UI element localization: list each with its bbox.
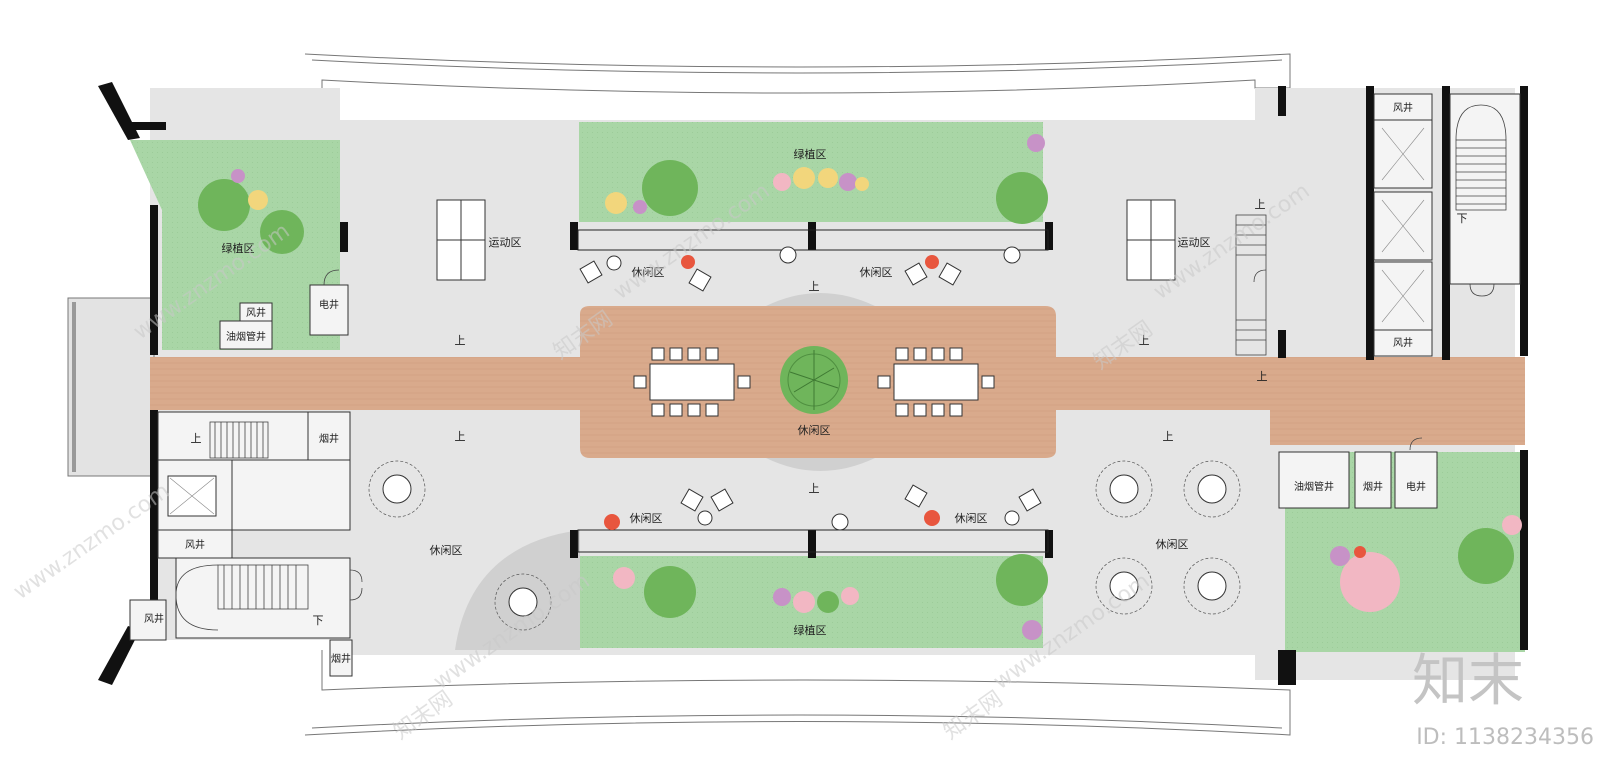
green-zones <box>130 122 1525 652</box>
label-up: 上 <box>455 334 466 347</box>
label-down: 下 <box>1457 212 1468 225</box>
walls <box>98 82 1528 685</box>
label-up: 上 <box>1257 370 1268 383</box>
image-id: ID: 1138234356 <box>1416 725 1594 750</box>
svg-text:www.znzmo.com: www.znzmo.com <box>9 479 174 605</box>
label-sport-zone-west: 运动区 <box>489 236 522 249</box>
label-up: 上 <box>191 432 202 445</box>
west-stairs <box>175 421 309 631</box>
east-stairs <box>1235 104 1507 356</box>
label-leisure-north-west: 休闲区 <box>632 265 665 279</box>
label-up: 上 <box>455 430 466 443</box>
doors <box>323 269 1495 601</box>
label-smoke-shaft: 烟井 <box>331 652 351 665</box>
label-leisure-north-east: 休闲区 <box>860 265 893 279</box>
shrubs <box>231 134 1522 640</box>
label-green-zone-south: 绿植区 <box>794 623 827 637</box>
label-up: 上 <box>809 482 820 495</box>
label-up: 上 <box>1139 334 1150 347</box>
label-down: 下 <box>313 614 324 627</box>
label-smoke-shaft: 烟井 <box>1363 480 1383 493</box>
planter-walls <box>577 229 1049 553</box>
label-leisure-south-east: 休闲区 <box>955 511 988 525</box>
svg-text:知末网: 知末网 <box>389 687 457 745</box>
east-core <box>1278 93 1521 509</box>
patio-umbrellas <box>368 460 1241 631</box>
label-smoke-shaft: 烟井 <box>319 432 339 445</box>
ping-pong-table-east <box>1126 199 1176 281</box>
label-wind-shaft: 风井 <box>185 538 205 551</box>
accent-stools <box>604 255 940 530</box>
label-up: 上 <box>809 280 820 293</box>
label-wind-shaft: 风井 <box>1393 101 1413 114</box>
label-up: 上 <box>1255 198 1266 211</box>
trees <box>198 160 1514 618</box>
svg-text:知末网: 知末网 <box>939 687 1007 745</box>
ping-pong-table-west <box>436 199 486 281</box>
lounge-chairs <box>579 260 1042 512</box>
label-leisure-west: 休闲区 <box>430 543 463 557</box>
patio-sets <box>382 474 1227 617</box>
label-oil-smoke-shaft: 油烟管井 <box>1294 480 1334 493</box>
label-elec-shaft: 电井 <box>319 298 339 311</box>
label-up: 上 <box>1163 430 1174 443</box>
west-balcony <box>67 297 155 477</box>
label-elec-shaft: 电井 <box>1406 480 1426 493</box>
dining-table-east <box>877 347 995 417</box>
label-leisure-center: 休闲区 <box>798 423 831 437</box>
label-oil-smoke-shaft: 油烟管井 <box>226 330 266 343</box>
label-green-zone-west: 绿植区 <box>222 241 255 255</box>
elevator-marks <box>169 127 1425 515</box>
label-leisure-south-west: 休闲区 <box>630 511 663 525</box>
dining-table-west <box>633 347 751 417</box>
central-tree <box>780 346 848 414</box>
brand-logo: 知末 <box>1412 649 1524 714</box>
label-wind-shaft: 风井 <box>246 306 266 319</box>
label-sport-zone-east: 运动区 <box>1178 236 1211 249</box>
stools <box>606 246 1021 531</box>
label-leisure-east: 休闲区 <box>1156 537 1189 551</box>
label-wind-shaft: 风井 <box>144 612 164 625</box>
label-wind-shaft: 风井 <box>1393 336 1413 349</box>
label-green-zone-north: 绿植区 <box>794 147 827 161</box>
